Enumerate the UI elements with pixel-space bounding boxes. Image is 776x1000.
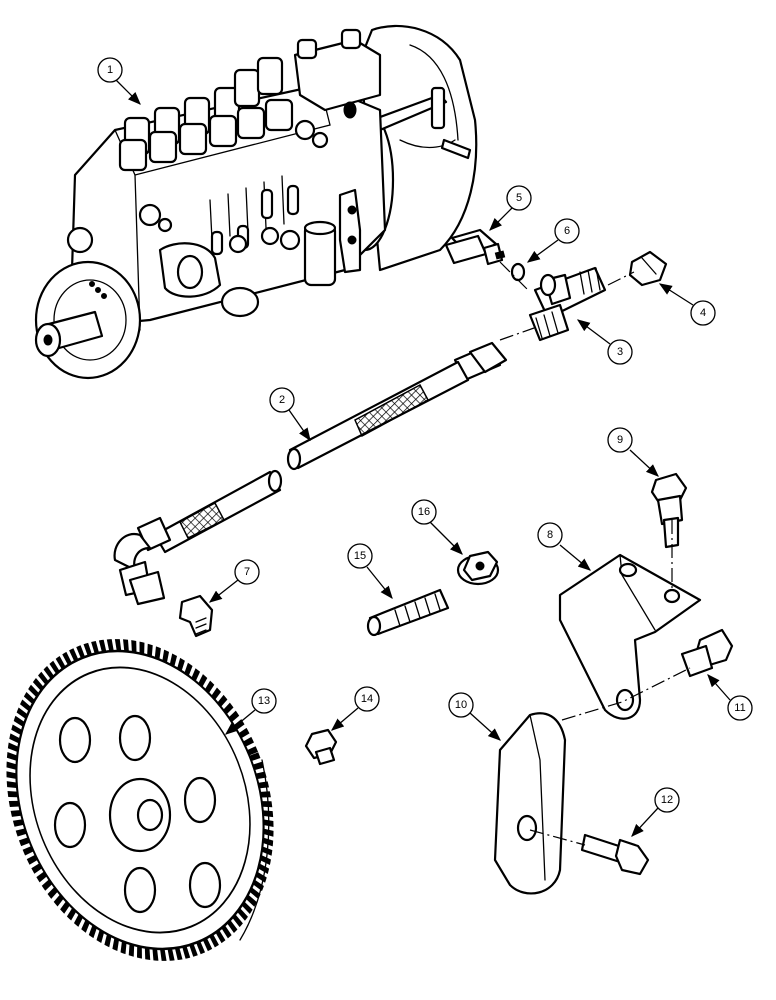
bolt-part-12 xyxy=(580,833,650,876)
bracket-part-8 xyxy=(558,553,702,720)
callout-4: 4 xyxy=(658,283,716,326)
svg-text:10: 10 xyxy=(455,699,467,711)
callout-9: 9 xyxy=(607,427,659,477)
callout-1: 1 xyxy=(97,57,141,105)
callout-13: 13 xyxy=(224,688,277,735)
callout-16: 16 xyxy=(411,499,463,555)
fitting-part-5 xyxy=(444,228,506,266)
svg-text:11: 11 xyxy=(734,702,745,714)
svg-text:1: 1 xyxy=(107,64,113,76)
tee-fitting-part-3 xyxy=(528,266,607,342)
callout-10: 10 xyxy=(448,692,501,741)
callouts: 1 2 3 4 5 6 7 xyxy=(97,57,753,837)
callout-7: 7 xyxy=(208,559,260,603)
gear-part-13 xyxy=(6,639,274,961)
svg-text:4: 4 xyxy=(700,307,706,319)
svg-text:7: 7 xyxy=(244,566,250,578)
fuel-injection-pump xyxy=(34,24,478,380)
o-ring-part-6 xyxy=(510,262,526,282)
svg-text:8: 8 xyxy=(547,529,553,541)
callout-11: 11 xyxy=(707,674,753,721)
arm-part-10 xyxy=(493,712,567,895)
callout-3: 3 xyxy=(576,319,633,365)
svg-text:15: 15 xyxy=(354,550,366,562)
svg-text:12: 12 xyxy=(661,794,673,806)
stud-part-15 xyxy=(366,588,450,637)
svg-text:9: 9 xyxy=(617,434,623,446)
fuel-line-part-2 xyxy=(113,341,508,606)
bolt-part-9 xyxy=(650,472,688,549)
callout-12: 12 xyxy=(631,787,680,837)
callout-5: 5 xyxy=(489,185,532,231)
svg-text:5: 5 xyxy=(516,192,522,204)
callout-6: 6 xyxy=(526,218,580,263)
plug-part-14 xyxy=(304,728,338,766)
svg-text:6: 6 xyxy=(564,225,570,237)
callout-14: 14 xyxy=(331,686,380,731)
alignment-centerlines xyxy=(499,261,691,846)
callout-2: 2 xyxy=(269,387,311,442)
callout-8: 8 xyxy=(537,522,591,571)
delivery-valve-holders xyxy=(118,56,294,172)
svg-text:3: 3 xyxy=(617,346,623,358)
elbow-adapter-part-7 xyxy=(178,594,214,638)
svg-text:16: 16 xyxy=(418,506,430,518)
svg-text:2: 2 xyxy=(279,394,285,406)
svg-text:14: 14 xyxy=(361,693,373,705)
bolt-part-11 xyxy=(680,628,734,678)
callout-15: 15 xyxy=(347,543,393,600)
cap-nut-part-4 xyxy=(628,250,668,287)
svg-text:13: 13 xyxy=(258,695,270,707)
nut-part-16 xyxy=(456,550,500,586)
